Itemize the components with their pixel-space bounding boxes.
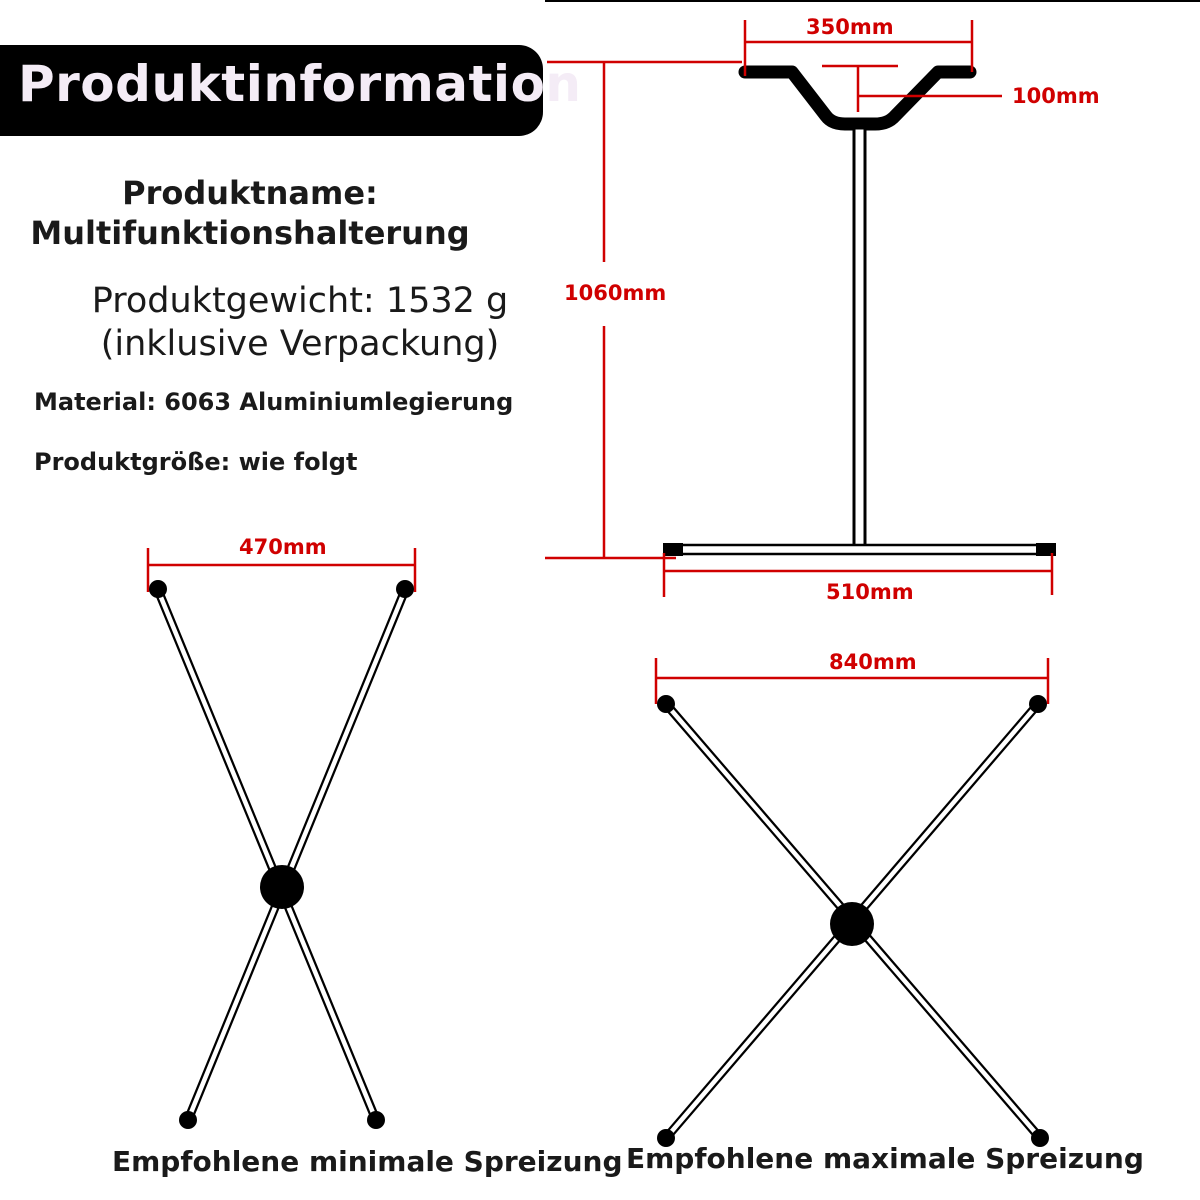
caption-min-spread: Empfohlene minimale Spreizung (112, 1145, 623, 1178)
product-weight-note: (inklusive Verpackung) (100, 324, 500, 364)
max-leg-hinge (830, 902, 874, 946)
dimension-lines (146, 20, 1054, 704)
product-name-value: Multifunktionshalterung (30, 214, 470, 252)
min-leg-end-bottom-left (179, 1111, 197, 1129)
product-material: Material: 6063 Aluminiumlegierung (34, 388, 514, 416)
stand-side-view (663, 65, 1056, 556)
dim-top-width: 350mm (806, 15, 894, 39)
caption-max-spread: Empfohlene maximale Spreizung (626, 1142, 1144, 1175)
max-spread-legs (657, 695, 1049, 1147)
max-leg-end-bottom-right (1031, 1129, 1049, 1147)
product-name-label: Produktname: (122, 174, 378, 212)
stand-top-holder (738, 65, 977, 131)
dim-base-width: 510mm (826, 580, 914, 604)
product-size: Produktgröße: wie folgt (34, 448, 358, 476)
dim-min-spread: 470mm (239, 535, 327, 559)
min-spread-legs (149, 580, 414, 1129)
product-weight: Produktgewicht: 1532 g (91, 281, 509, 321)
page-title: Produktinformation (18, 55, 582, 113)
max-leg-end-bottom-left (657, 1129, 675, 1147)
min-leg-end-top-right (396, 580, 414, 598)
max-leg-end-top-left (657, 695, 675, 713)
min-leg-hinge (260, 865, 304, 909)
stand-base-cap-left (663, 543, 683, 556)
title-banner (0, 45, 543, 136)
stand-base-bar (663, 543, 1056, 556)
min-leg-end-bottom-right (367, 1111, 385, 1129)
dim-height: 1060mm (564, 281, 667, 305)
dim-max-spread: 840mm (829, 650, 917, 674)
dim-top-depth: 100mm (1012, 84, 1100, 108)
stand-pole (852, 126, 867, 548)
min-leg-end-top-left (149, 580, 167, 598)
max-leg-end-top-right (1029, 695, 1047, 713)
stand-base-cap-right (1036, 543, 1056, 556)
